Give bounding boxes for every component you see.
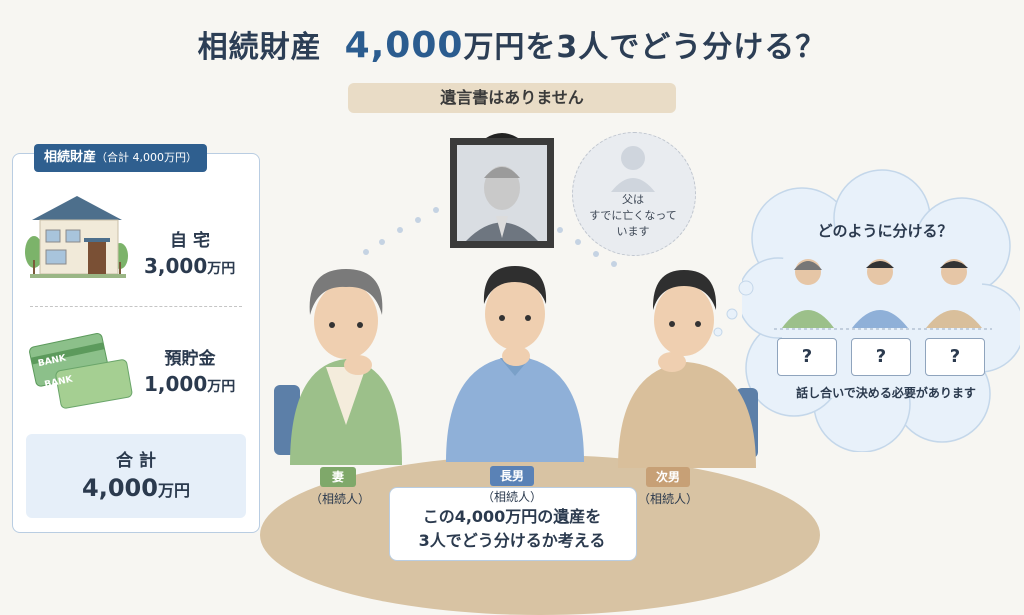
center-caption: この4,000万円の遺産を 3人でどう分けるか考える	[389, 505, 635, 553]
house-label: 自 宅	[170, 231, 210, 251]
heir-sub-second: （相続人）	[637, 492, 698, 506]
total-value: 4,000万円	[26, 474, 246, 502]
father-portrait-icon	[450, 133, 554, 248]
savings-label: 預貯金	[164, 349, 216, 369]
house-value-unit: 万円	[207, 261, 236, 277]
heir-sub-eldest: （相続人）	[481, 490, 542, 504]
thought-dots	[713, 280, 754, 337]
panel-divider	[30, 306, 242, 307]
center-caption-box	[389, 487, 637, 561]
bank-card-icon: BANK BANK	[29, 332, 133, 409]
father-line3: います	[616, 225, 650, 238]
wife-figure	[274, 269, 402, 465]
thought-title: どのように分ける？	[817, 222, 953, 240]
question-box-second: ?	[925, 338, 985, 376]
father-line1: 父は	[622, 193, 644, 206]
will-notice-badge: 遺言書はありません	[348, 83, 676, 113]
total-box	[26, 434, 246, 518]
father-line2: すでに亡くなって	[589, 209, 677, 222]
heir-tag-wife: 妻	[320, 467, 356, 487]
assets-header-note: （合計 4,000万円）	[96, 151, 198, 164]
page-title: 相続財産 4,000万円を3人でどう分ける？	[0, 22, 1024, 66]
total-value-unit: 万円	[157, 481, 190, 500]
title-amount: 4,000	[344, 25, 464, 66]
heir-sub-wife: （相続人）	[309, 492, 370, 506]
house-value: 3,000万円	[144, 254, 244, 278]
heir-tag-eldest: 長男	[490, 466, 534, 486]
thought-note: 話し合いで決める必要があります	[796, 386, 976, 400]
deceased-father-text: 父は すでに亡くなって います	[572, 192, 694, 240]
heir-tag-second: 次男	[646, 467, 690, 487]
total-value-number: 4,000	[82, 474, 158, 502]
total-label: 合 計	[116, 451, 156, 471]
title-prefix: 相続財産	[197, 30, 322, 65]
assets-panel-header: 相続財産（合計 4,000万円）	[34, 144, 208, 172]
title-suffix: 万円を3人でどう分ける？	[463, 30, 827, 65]
question-box-eldest: ?	[851, 338, 911, 376]
heirs-mini-figures	[774, 259, 992, 330]
dotted-connector-left	[363, 207, 439, 255]
center-caption-line2: 3人でどう分けるか考える	[418, 531, 606, 550]
second-son-figure	[618, 270, 758, 468]
eldest-son-figure	[446, 266, 584, 462]
question-box-wife: ?	[777, 338, 837, 376]
savings-value-number: 1,000	[144, 372, 208, 396]
dotted-connector-right	[557, 227, 617, 267]
ghost-silhouette-icon	[611, 146, 655, 192]
savings-value-unit: 万円	[207, 379, 236, 395]
house-icon	[25, 196, 128, 278]
center-caption-line1: この4,000万円の遺産を	[422, 507, 602, 526]
savings-value: 1,000万円	[144, 372, 244, 396]
assets-header-text: 相続財産	[44, 150, 97, 165]
house-value-number: 3,000	[144, 254, 208, 278]
